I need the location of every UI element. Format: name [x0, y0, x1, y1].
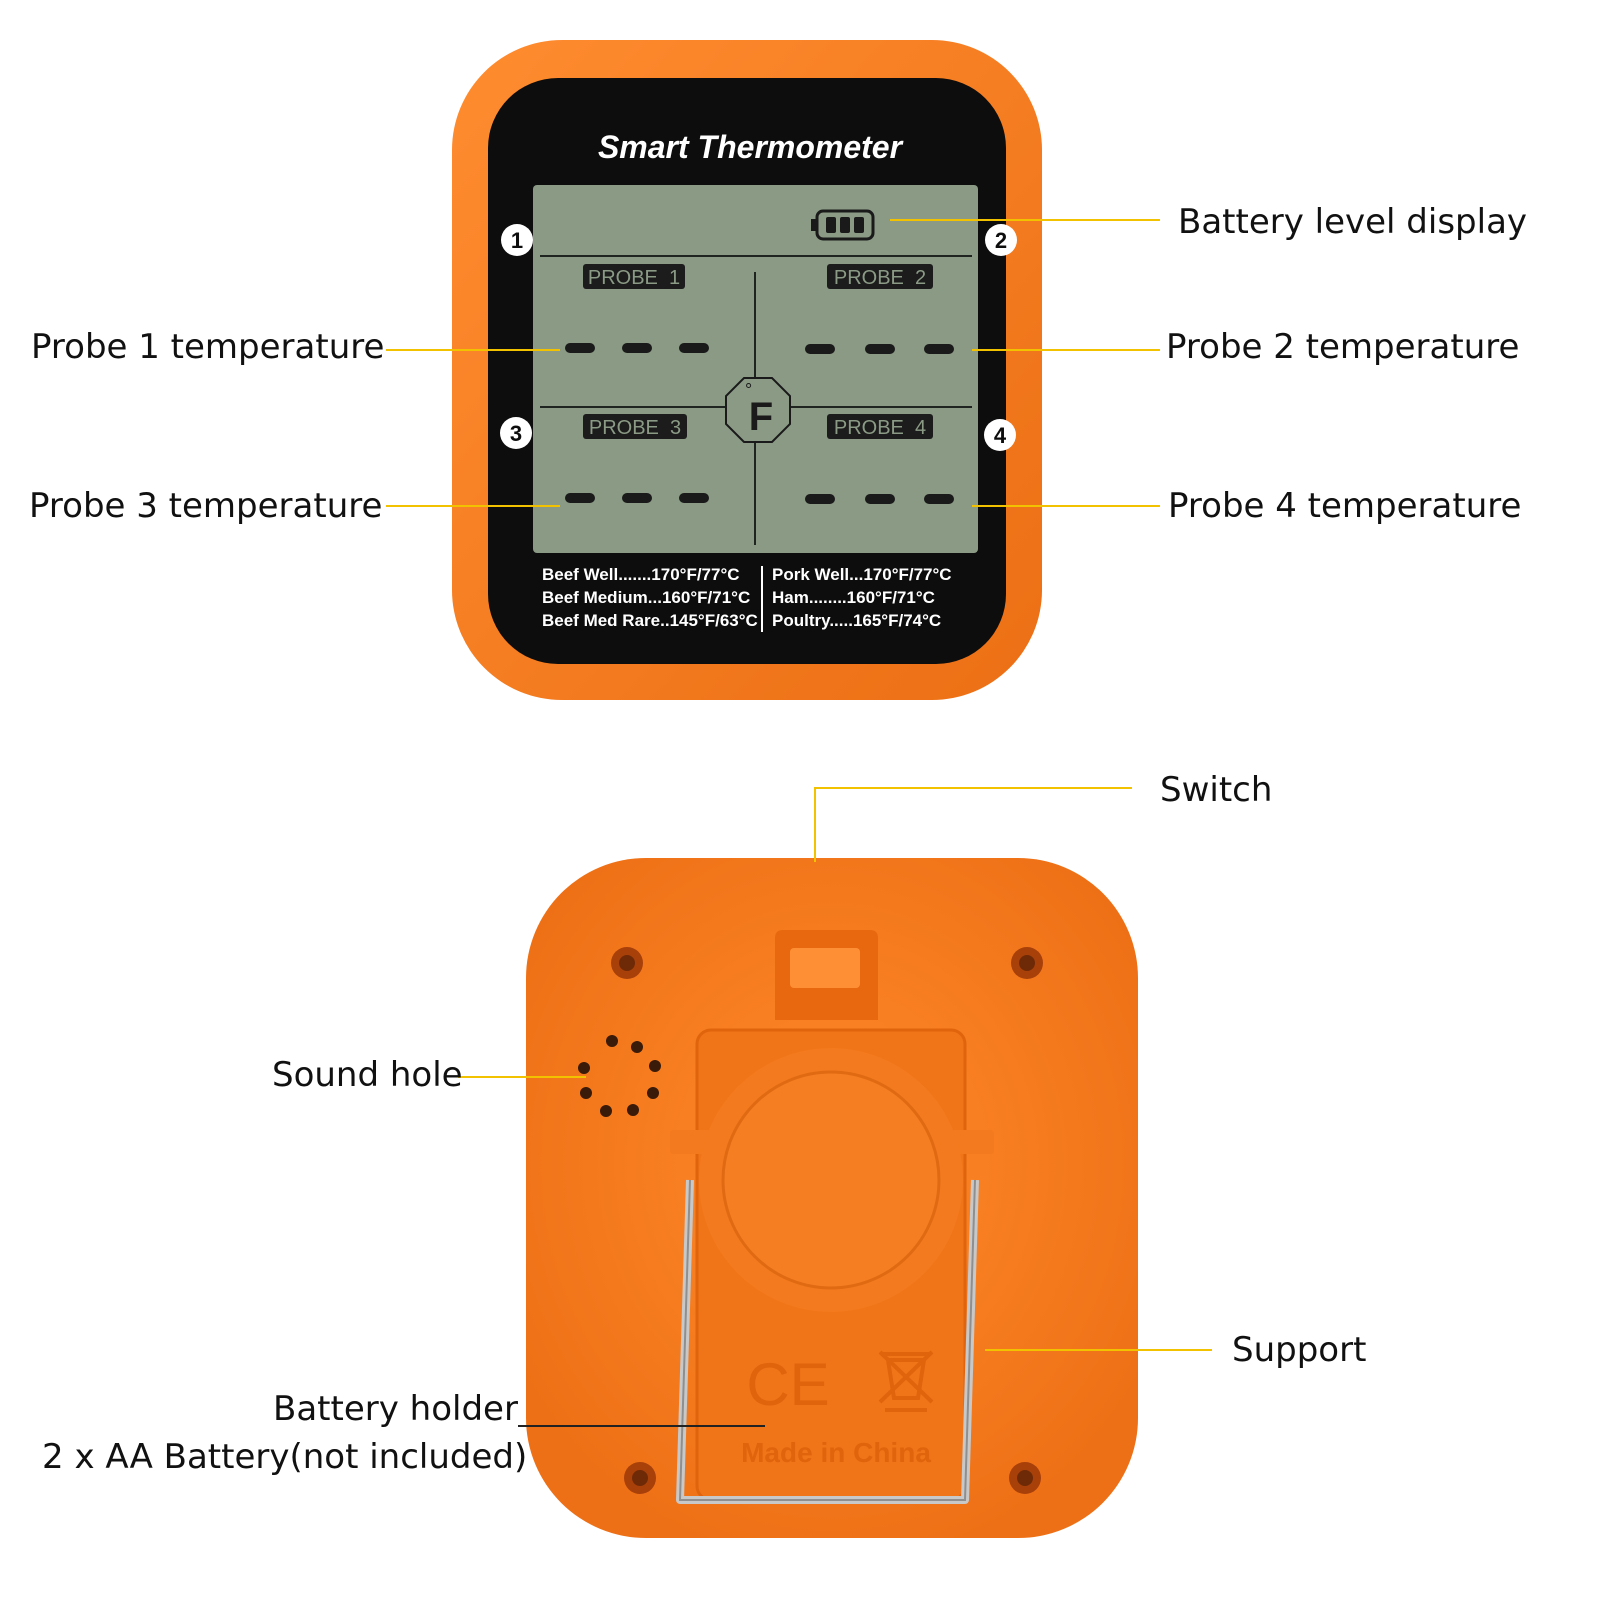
probe-label-3: PROBE 3 — [583, 414, 687, 439]
probe-label-1: PROBE 1 — [583, 264, 685, 289]
callout-probe4: Probe 4 temperature — [1168, 486, 1522, 526]
svg-text:F: F — [749, 395, 773, 439]
weee-bin-icon — [878, 1350, 934, 1412]
probe-jack-2: 2 — [985, 224, 1017, 256]
probe-reading-4: - - - — [805, 494, 954, 505]
leader-lines — [386, 219, 1212, 1351]
callout-sound-hole: Sound hole — [272, 1055, 463, 1095]
svg-text:PROBE 2: PROBE 2 — [834, 267, 926, 289]
svg-text:°: ° — [745, 380, 752, 400]
callout-support: Support — [1232, 1330, 1367, 1370]
callout-switch: Switch — [1160, 770, 1273, 810]
callout-probe3: Probe 3 temperature — [29, 486, 383, 526]
ref-row-beef-medium: Beef Medium...160°F/71°C — [542, 588, 750, 607]
ref-row-poultry: Poultry.....165°F/74°C — [772, 611, 941, 630]
device-title: Smart Thermometer — [598, 129, 904, 165]
svg-text:3: 3 — [510, 421, 522, 446]
svg-text:- - -: - - - — [628, 494, 646, 505]
callout-battery-holder: Battery holder — [273, 1389, 518, 1429]
svg-text:- - -: - - - — [871, 494, 889, 505]
callout-probe1: Probe 1 temperature — [31, 327, 385, 367]
ref-row-beef-well: Beef Well.......170°F/77°C — [542, 565, 740, 584]
callout-probe2: Probe 2 temperature — [1166, 327, 1520, 367]
svg-text:PROBE 1: PROBE 1 — [588, 267, 680, 289]
svg-text:- - -: - - - — [871, 344, 889, 355]
ref-row-beef-med-rare: Beef Med Rare..145°F/63°C — [542, 611, 758, 630]
probe-jack-1: 1 — [501, 224, 533, 256]
ce-mark: CE — [746, 1351, 829, 1418]
svg-text:- - -: - - - — [628, 344, 646, 355]
battery-icon — [811, 209, 875, 241]
svg-text:4: 4 — [994, 423, 1007, 448]
svg-text:1: 1 — [511, 228, 523, 253]
svg-text:2: 2 — [995, 228, 1007, 253]
svg-text:PROBE 4: PROBE 4 — [834, 417, 926, 439]
reference-table: Beef Well.......170°F/77°C Beef Medium..… — [542, 565, 952, 630]
callout-battery-level: Battery level display — [1178, 202, 1528, 242]
probe-reading-3: - - - — [565, 493, 709, 505]
device-front: Smart Thermometer PROBE 1 PROBE 2 PROBE … — [452, 40, 1042, 700]
leader-switch — [814, 787, 1132, 862]
support-knob — [670, 1048, 994, 1312]
sound-hole — [578, 1035, 661, 1117]
made-in-china-mark: Made in China — [741, 1437, 931, 1468]
ref-row-ham: Ham........160°F/71°C — [772, 588, 935, 607]
probe-label-2: PROBE 2 — [827, 264, 933, 289]
ref-row-pork-well: Pork Well...170°F/77°C — [772, 565, 952, 584]
probe-jack-3: 3 — [500, 417, 532, 449]
callout-battery-note: 2 x AA Battery(not included) — [42, 1437, 528, 1477]
probe-reading-1: - - - — [565, 343, 709, 355]
svg-text:PROBE 3: PROBE 3 — [589, 417, 681, 439]
probe-jack-4: 4 — [984, 419, 1016, 451]
probe-label-4: PROBE 4 — [827, 414, 933, 439]
device-back: CE Made in China — [526, 858, 1138, 1538]
probe-reading-2: - - - — [805, 344, 954, 355]
unit-indicator: ° F — [725, 377, 791, 443]
